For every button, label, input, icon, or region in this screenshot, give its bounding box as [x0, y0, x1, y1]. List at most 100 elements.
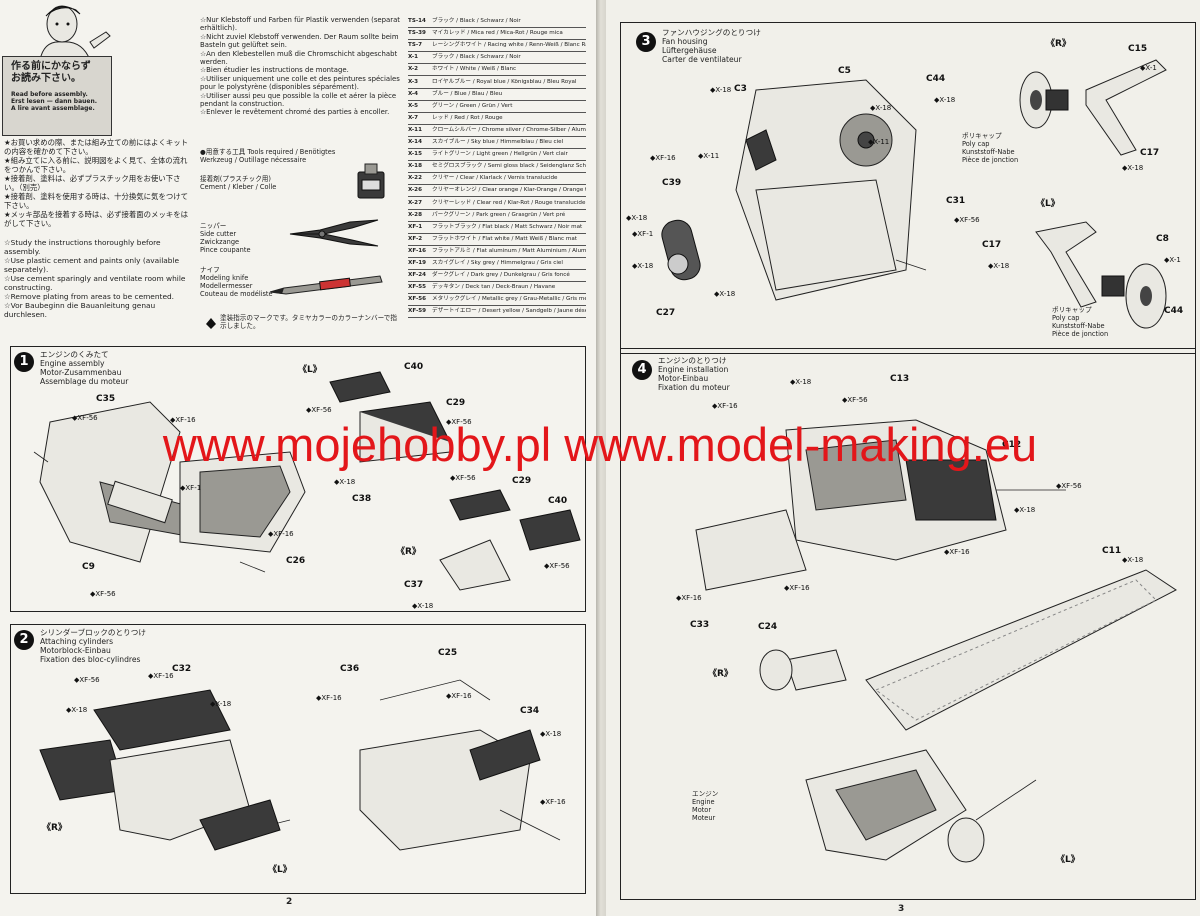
paint-name: スカイグレイ / Sky grey / Himmelgrau / Gris ci…	[432, 260, 563, 266]
paint-code: X-1	[408, 54, 419, 61]
step-3-polycap-r-drawing	[1019, 59, 1167, 156]
step-3-right-side-label: 《R》	[1046, 39, 1071, 49]
step-3-color-callout: ◆X-18	[870, 104, 892, 112]
step-4-part-label: C11	[1102, 546, 1122, 556]
mascot-illustration	[39, 5, 111, 61]
paint-name: ブルー / Blue / Blau / Bleu	[432, 90, 503, 97]
step-1-right-side-label: 《R》	[396, 547, 421, 557]
step-1-title: エンジンのくみたて Engine assembly Motor-Zusammen…	[40, 350, 129, 386]
step-1-right-cylinder-drawing	[439, 489, 581, 591]
step-3-panel	[620, 22, 1196, 354]
step-2-part-label: C25	[438, 648, 458, 658]
step-1-number: 1	[14, 352, 34, 372]
step-2-color-callout: ◆X-18	[210, 700, 232, 708]
step-2-color-callout: ◆X-18	[540, 730, 562, 738]
paint-name: セミグロスブラック / Semi gloss black / Seidengla…	[432, 163, 586, 170]
step-3-color-callout: ◆X-18	[988, 262, 1010, 270]
paint-row: XF-19 スカイグレイ / Sky grey / Himmelgrau / Gr…	[408, 258, 586, 270]
paint-code: XF-55	[408, 284, 427, 291]
step-4-part-label: C12	[1002, 440, 1022, 450]
step-3-part-label: C39	[662, 178, 682, 188]
paint-code: X-3	[408, 78, 419, 85]
step-2-left-side-label: 《L》	[268, 865, 292, 875]
step-4-right-side-label: 《R》	[708, 669, 733, 679]
paint-name: クロームシルバー / Chrome silver / Chrome-Silber…	[432, 126, 586, 133]
step-1-engine-drawing	[33, 401, 306, 573]
step-3-part-label: C17	[982, 240, 1002, 250]
paint-code: X-15	[408, 151, 422, 158]
step-4-engine-drawing	[695, 419, 1066, 591]
paint-name: レーシングホワイト / Racing white / Renn-Weiß / B…	[432, 42, 586, 49]
paint-name: フラットホワイト / Flat white / Matt Weiß / Blan…	[432, 235, 577, 242]
paint-name: ロイヤルブルー / Royal blue / Königsblau / Bleu…	[432, 78, 577, 85]
step-2-color-callout: ◆XF-56	[74, 676, 100, 684]
step-4-color-callout: ◆XF-16	[784, 584, 810, 592]
paint-code: XF-19	[408, 260, 427, 266]
step-1-panel	[10, 346, 586, 612]
instructions-de-fr: ☆Nur Klebstoff und Farben für Plastik ve…	[200, 16, 400, 117]
paint-code: TS-7	[408, 42, 423, 49]
step-1-color-callout: ◆XF-56	[90, 590, 116, 598]
step-1-left-cylinder-drawing	[329, 371, 451, 463]
step-3-polycap-l: ポリキャップ Poly cap Kunststoff-Nabe Pièce de…	[1052, 306, 1109, 338]
instructions-jp: ★お買い求めの際、または組み立ての前にはよくキットの内容を確かめて下さい。 ★組…	[4, 138, 189, 228]
step-2-right-side-label: 《R》	[42, 823, 67, 833]
step-3-title: ファンハウジングのとりつけ Fan housing Lüftergehäuse …	[662, 28, 761, 64]
paint-name: パークグリーン / Park green / Grasgrün / Vert p…	[432, 211, 566, 218]
step-3-part-label: C31	[946, 196, 966, 206]
step-3-color-callout: ◆X-18	[714, 290, 736, 298]
warning-en: Read before assembly. Erst lesen — dann …	[11, 91, 98, 112]
step-3-fan-housing-drawing	[661, 79, 927, 301]
step-2-cylinder-drawing	[39, 689, 291, 851]
step-3-polycap-r: ポリキャップ Poly cap Kunststoff-Nabe Pièce de…	[962, 132, 1019, 164]
step-2-number: 2	[14, 630, 34, 650]
step-1-color-callout: ◆XF-56	[446, 418, 472, 426]
side-cutter-icon	[289, 219, 379, 247]
paint-name: デザートイエロー / Desert yellow / Sandgelb / Ja…	[432, 308, 586, 315]
step-4-color-callout: ◆XF-56	[842, 396, 868, 404]
paint-name: デッキタン / Deck tan / Deck-Braun / Havane	[432, 284, 556, 291]
step-4-color-callout: ◆X-18	[790, 378, 812, 386]
step-4-color-callout: ◆XF-16	[676, 594, 702, 602]
step-1-left-side-label: 《L》	[298, 365, 322, 375]
paint-code: X-27	[408, 199, 422, 206]
step-3-left-side-label: 《L》	[1036, 199, 1060, 209]
step-1-color-callout: ◆XF-56	[306, 406, 332, 414]
paint-name: クリヤーレッド / Clear red / Klar-Rot / Rouge t…	[432, 199, 586, 206]
paint-mark-note: 塗装指示のマークです。タミヤカラーのカラーナンバーで指示しました。	[220, 314, 397, 330]
right-page: 3 ファンハウジングのとりつけ Fan housing Lüftergehäus…	[606, 0, 1200, 916]
right-page-number: 3	[898, 904, 905, 914]
step-4-color-callout: ◆XF-56	[1056, 482, 1082, 490]
paint-mark-icon	[206, 318, 216, 329]
step-1-part-label: C35	[96, 394, 116, 404]
paint-code: X-7	[408, 114, 419, 121]
paint-row: X-11 クロームシルバー / Chrome silver / Chrome-Si…	[408, 125, 586, 137]
step-2-panel	[10, 624, 586, 894]
paint-code: X-11	[408, 126, 422, 133]
step-3-color-callout: ◆X-18	[710, 86, 732, 94]
step-4-part-label: C33	[690, 620, 710, 630]
step-4-part-label: C13	[890, 374, 910, 384]
tool-knife: ナイフ Modeling knife Modellermesser Coutea…	[200, 266, 273, 298]
paint-code: XF-16	[408, 247, 427, 254]
paint-code: X-18	[408, 163, 422, 170]
step-3-part-label: C44	[926, 74, 946, 84]
paint-row: TS-7 レーシングホワイト / Racing white / Renn-Weiß…	[408, 40, 586, 53]
paint-code: XF-1	[408, 223, 423, 230]
paint-code: TS-14	[408, 18, 426, 24]
step-3-color-callout: ◆X-18	[1122, 164, 1144, 172]
step-1-part-label: C40	[404, 362, 424, 372]
step-1-color-callout: ◆XF-56	[450, 474, 476, 482]
